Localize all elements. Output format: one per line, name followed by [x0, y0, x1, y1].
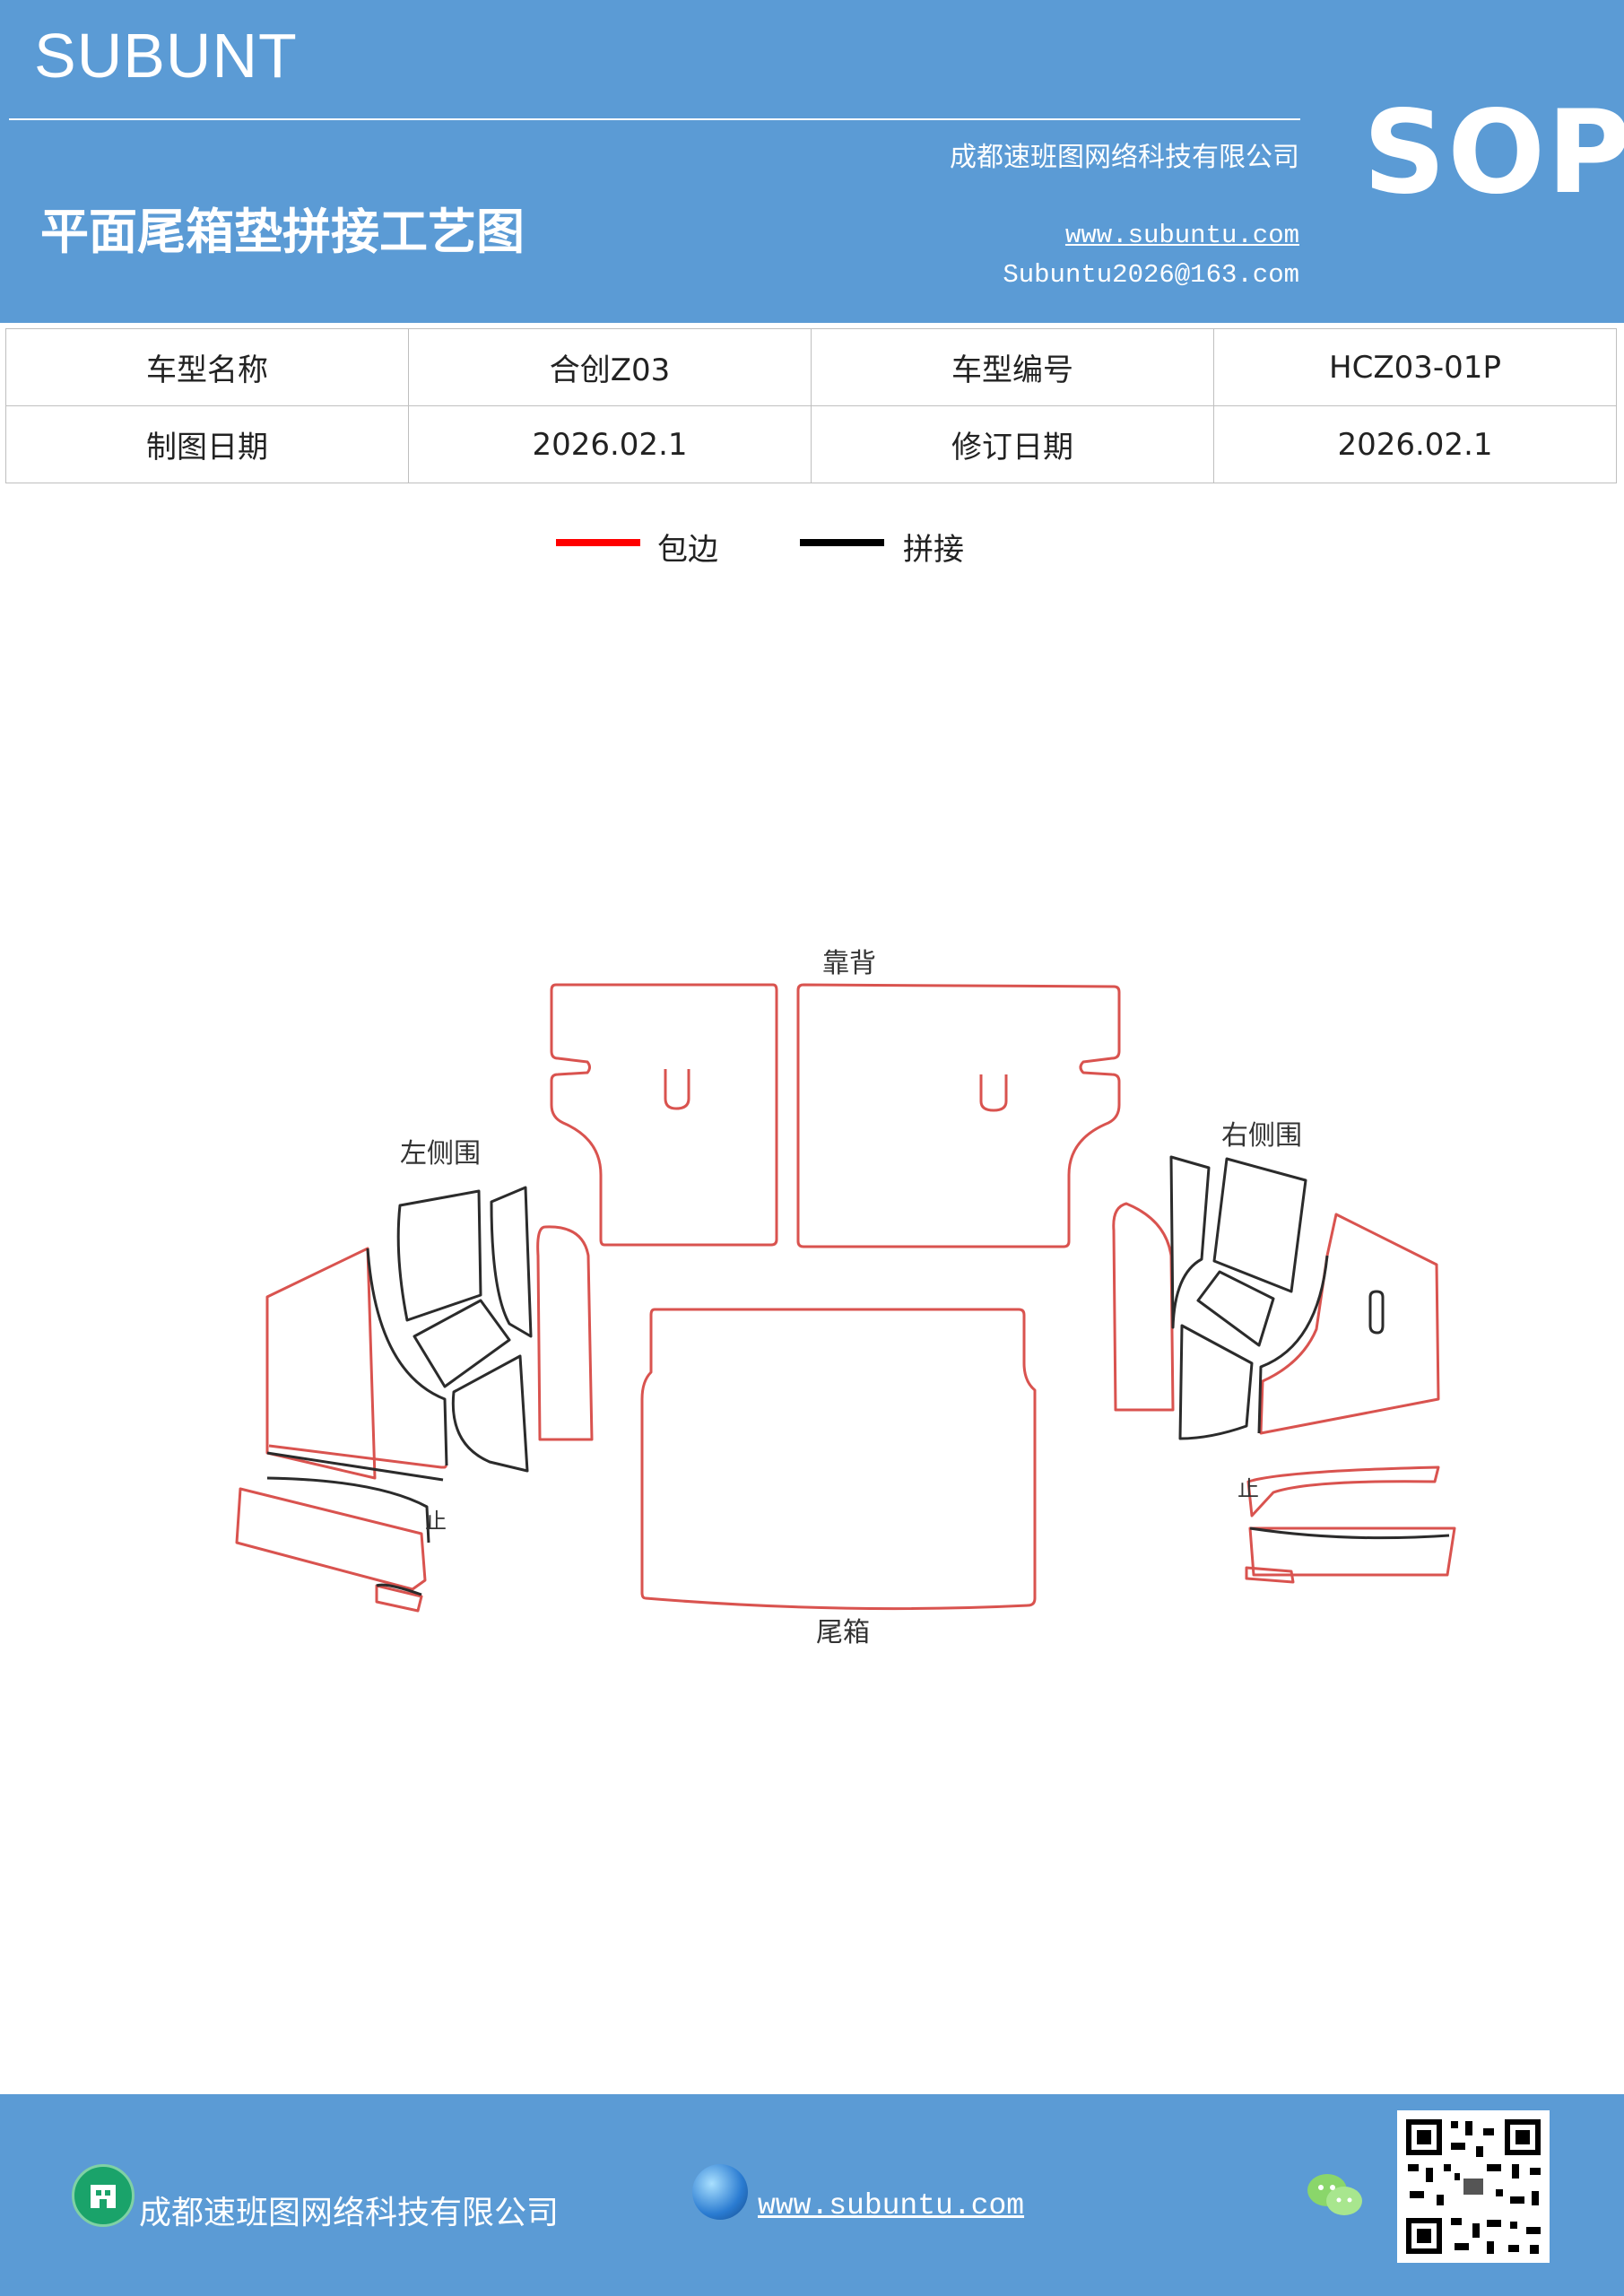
vehicle-info-table: 车型名称 合创Z03 车型编号 HCZ03-01P 制图日期 2026.02.1… [5, 328, 1617, 483]
left-side-tail [375, 1584, 423, 1613]
right-side-rear [1112, 1202, 1175, 1412]
right-side-strip [1246, 1465, 1440, 1518]
left-seam-strip [266, 1451, 444, 1544]
footer-website-link[interactable]: www.subuntu.com [758, 2189, 1025, 2222]
right-seam-strip [1249, 1526, 1450, 1540]
legend: 包边 拼接 [0, 525, 1624, 570]
header-banner: SUBUNT 成都速班图网络科技有限公司 平面尾箱垫拼接工艺图 www.subu… [0, 0, 1624, 323]
label-trunk: 尾箱 [816, 1617, 870, 1648]
building-icon [72, 2164, 135, 2227]
trunk-floor-panel [640, 1308, 1037, 1611]
legend-swatch-seam [800, 539, 884, 546]
company-name: 成都速班图网络科技有限公司 [950, 142, 1299, 173]
table-cell: 修订日期 [811, 405, 1214, 483]
left-seam-piece-4 [451, 1354, 529, 1473]
globe-icon [692, 2164, 748, 2220]
left-seam-piece-5 [366, 1248, 448, 1466]
label-left-side: 左侧围 [400, 1138, 481, 1170]
table-cell: 制图日期 [5, 405, 409, 483]
legend-swatch-edge [556, 539, 640, 546]
right-seam-slot [1368, 1290, 1385, 1335]
sop-badge: SOP [1363, 86, 1624, 220]
table-row: 车型名称 合创Z03 车型编号 HCZ03-01P [5, 328, 1617, 406]
left-seam-piece-1 [396, 1189, 482, 1322]
left-side-lower [235, 1487, 427, 1591]
right-seam-piece-4 [1178, 1324, 1254, 1440]
table-cell: 车型名称 [5, 328, 409, 406]
wechat-icon[interactable] [1305, 2170, 1364, 2221]
backrest-right-panel [796, 983, 1121, 1248]
table-cell: 合创Z03 [408, 328, 812, 406]
footer-banner: 成都速班图网络科技有限公司 www.subuntu.com [0, 2094, 1624, 2296]
legend-label-seam: 拼接 [903, 532, 964, 568]
left-seam-piece-3 [490, 1186, 533, 1338]
right-seam-piece-2 [1196, 1270, 1275, 1347]
qr-code [1397, 2110, 1550, 2263]
header-divider [9, 118, 1300, 120]
left-side-outer [265, 1247, 377, 1480]
footer-company-name: 成都速班图网络科技有限公司 [139, 2195, 560, 2231]
right-seam-piece-3 [1169, 1155, 1211, 1329]
label-backrest: 靠背 [822, 948, 876, 979]
website-link[interactable]: www.subuntu.com [1064, 221, 1299, 250]
backrest-left-panel [550, 983, 778, 1247]
label-stop-left: 止 [425, 1509, 447, 1534]
backrest-left-slot [664, 1069, 690, 1110]
legend-label-edge: 包边 [657, 532, 718, 568]
left-seam-tail [376, 1583, 422, 1596]
right-seam-piece-1 [1212, 1157, 1307, 1293]
email-address: Subuntu2026@163.com [1003, 260, 1299, 290]
backrest-right-slot [979, 1074, 1008, 1112]
table-cell: 2026.02.1 [1213, 405, 1617, 483]
label-right-side: 右侧围 [1221, 1120, 1302, 1152]
left-seam-piece-2 [413, 1299, 511, 1388]
table-cell: 2026.02.1 [408, 405, 812, 483]
left-side-strip-1 [268, 1444, 448, 1469]
label-stop-right: 止 [1238, 1476, 1259, 1501]
brand-logo-text: SUBUNT [34, 21, 298, 91]
right-seam-piece-5 [1257, 1255, 1329, 1434]
right-side-outer [1259, 1213, 1440, 1435]
right-side-tail [1245, 1566, 1295, 1584]
right-side-lower [1248, 1526, 1456, 1577]
table-cell: 车型编号 [811, 328, 1214, 406]
table-cell: HCZ03-01P [1213, 328, 1617, 406]
document-title: 平面尾箱垫拼接工艺图 [40, 203, 525, 260]
table-row: 制图日期 2026.02.1 修订日期 2026.02.1 [5, 405, 1617, 483]
left-side-rear [536, 1225, 594, 1441]
